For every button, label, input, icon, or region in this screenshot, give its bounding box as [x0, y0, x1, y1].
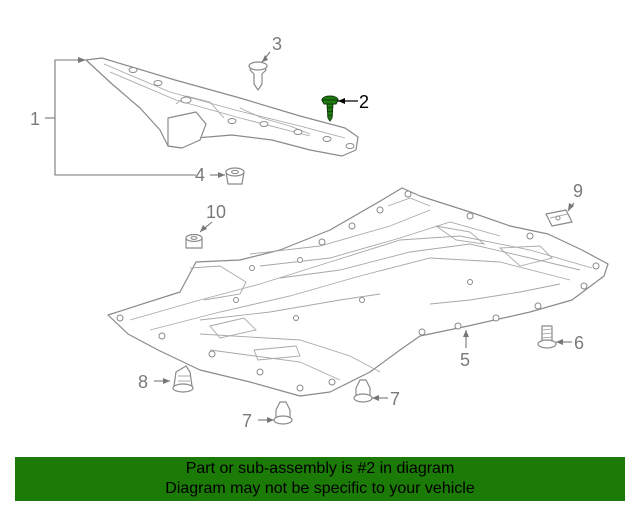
part-2-bolt [321, 95, 358, 122]
callout-10-label: 10 [206, 202, 226, 222]
banner-line-2: Diagram may not be specific to your vehi… [165, 480, 475, 497]
callout-3-label: 3 [272, 34, 282, 54]
callout-7-label-left: 7 [242, 411, 252, 431]
info-banner: Part or sub-assembly is #2 in diagram Di… [15, 457, 625, 501]
callout-1-bracket [45, 57, 196, 176]
parts-diagram: 1 3 2 4 9 10 [30, 34, 609, 431]
part-10-nut [185, 221, 213, 249]
callout-9-label: 9 [573, 181, 583, 201]
callout-2-label: 2 [359, 92, 369, 112]
callout-8-label: 8 [138, 372, 148, 392]
part-7-clip-right [353, 379, 388, 403]
part-6-bolt [537, 325, 572, 349]
part-8-push-clip [154, 365, 194, 393]
callout-5-label: 5 [460, 350, 470, 370]
banner-line-1: Part or sub-assembly is #2 in diagram [185, 460, 455, 477]
part-4-nut [210, 167, 245, 185]
callout-5-leader [463, 330, 469, 348]
part-5-under-cover [107, 187, 609, 397]
callout-6-label: 6 [574, 333, 584, 353]
part-9-clip [545, 202, 575, 227]
part-3-clip [248, 51, 271, 91]
part-1-splash-shield [85, 57, 359, 157]
part-7-clip-left [258, 401, 293, 425]
callout-7-label-right: 7 [390, 389, 400, 409]
callout-1-label: 1 [30, 109, 40, 129]
callout-4-label: 4 [195, 165, 205, 185]
